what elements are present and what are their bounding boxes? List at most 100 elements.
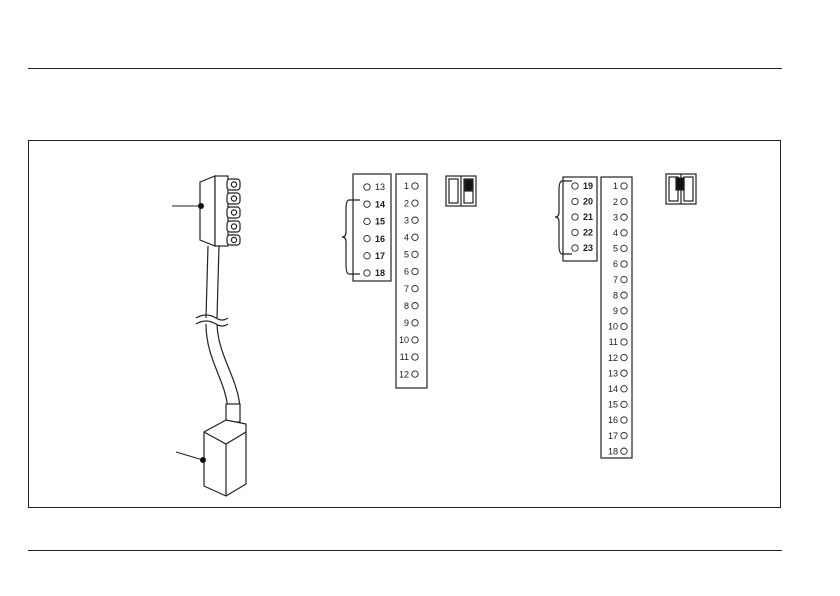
dip-switch-a xyxy=(446,176,476,206)
connector-b-bottom-pin-3-label: 3 xyxy=(613,212,618,222)
connector-b-bottom-pin-13-label: 13 xyxy=(608,368,618,378)
connector-b-top-pin-22-hole xyxy=(572,229,578,235)
leader-dot-module xyxy=(200,457,206,463)
connector-a-bottom-pin-7-hole xyxy=(412,285,418,291)
connector-b-bottom-pin-10-hole xyxy=(621,323,627,329)
connector-b-top-pin-21-label: 21 xyxy=(583,212,593,222)
connector-b-bottom-pin-11-label: 11 xyxy=(609,337,618,347)
connector-a-bottom-pin-6-label: 6 xyxy=(404,267,409,277)
connector-b-bottom-pin-18-hole xyxy=(621,448,627,454)
cable-assembly xyxy=(196,176,246,496)
cable-lower xyxy=(206,324,240,410)
connector-a-bottom-pin-5-label: 5 xyxy=(404,250,409,260)
connector-b-top-pin-19-hole xyxy=(572,183,578,189)
connector-b-bottom-pin-4-hole xyxy=(621,230,627,236)
connector-a-top-pin-14-hole xyxy=(364,201,370,207)
leader-lines xyxy=(172,206,203,460)
connector-b-bottom-pin-7-label: 7 xyxy=(613,275,618,285)
connector-a-top-pin-13-label: 13 xyxy=(375,182,385,192)
connector-a-bottom-pin-3-label: 3 xyxy=(404,215,409,225)
connector-b-bottom-pin-6-label: 6 xyxy=(613,259,618,269)
connector-a-bottom-pin-9-label: 9 xyxy=(404,318,409,328)
connector-b-bottom-pin-18-label: 18 xyxy=(608,446,618,456)
connector-a-bottom-pin-10-label: 10 xyxy=(399,335,409,345)
connector-a-bottom-pin-4-label: 4 xyxy=(404,233,409,243)
dip-switch-b xyxy=(666,174,696,204)
dip-switch-b-lever xyxy=(676,178,684,190)
connector-b-bottom-pin-15-label: 15 xyxy=(608,400,618,410)
plug-contacts xyxy=(227,179,240,245)
connector-b-bottom-pin-16-label: 16 xyxy=(608,415,618,425)
connector-a-top-pin-17-hole xyxy=(364,253,370,259)
connector-b-bottom-pin-4-label: 4 xyxy=(613,228,618,238)
connector-b-bottom-pin-1-hole xyxy=(621,183,627,189)
connector-a-bottom-pin-12-hole xyxy=(412,371,418,377)
connector-b-bottom-pin-14-hole xyxy=(621,386,627,392)
connector-a-bottom-pin-11-label: 11 xyxy=(400,352,409,362)
connector-a-bottom-pin-11-hole xyxy=(412,354,418,360)
connector-a-top-pin-15-label: 15 xyxy=(375,217,385,227)
connector-b-bottom-pin-14-label: 14 xyxy=(608,384,618,394)
connector-b-bottom-pin-17-hole xyxy=(621,432,627,438)
plug-contact-block xyxy=(215,176,228,246)
connector-a-bottom-pin-3-hole xyxy=(412,217,418,223)
connector-b-top-pin-20-label: 20 xyxy=(583,197,593,207)
connector-b-bottom-pin-2-hole xyxy=(621,198,627,204)
connector-a-bottom-pin-8-label: 8 xyxy=(404,301,409,311)
connector-a-top-pin-16-hole xyxy=(364,235,370,241)
module-box xyxy=(204,420,246,496)
connector-b-top-pin-23-hole xyxy=(572,245,578,251)
connector-a-bottom-pin-8-hole xyxy=(412,303,418,309)
connector-a-bottom-pin-1-label: 1 xyxy=(404,181,409,191)
connector-b-bottom-pin-12-label: 12 xyxy=(608,353,618,363)
connector-b-bottom-pin-16-hole xyxy=(621,417,627,423)
connector-a-bottom-pin-4-hole xyxy=(412,234,418,240)
connector-b-bottom-pin-2-label: 2 xyxy=(613,197,618,207)
connector-a-bottom-pin-12-label: 12 xyxy=(399,369,409,379)
connector-b-bottom-pin-5-label: 5 xyxy=(613,244,618,254)
connector-b-bottom-pin-11-hole xyxy=(621,339,627,345)
connector-b-bottom-pin-8-hole xyxy=(621,292,627,298)
connector-a-top-pin-17-label: 17 xyxy=(375,251,385,261)
connector-b-bottom-pin-9-hole xyxy=(621,308,627,314)
strain-relief xyxy=(226,404,240,422)
connector-a-bottom-pin-7-label: 7 xyxy=(404,284,409,294)
connector-b-bottom-pin-13-hole xyxy=(621,370,627,376)
connector-a-bottom-pin-5-hole xyxy=(412,251,418,257)
connector-b-bottom-pin-10-label: 10 xyxy=(608,322,618,332)
leader-dot-plug xyxy=(198,203,204,209)
connector-a-bottom-pin-1-hole xyxy=(412,183,418,189)
connector-b-bottom-pin-17-label: 17 xyxy=(608,431,618,441)
connector-a-top-pin-15-hole xyxy=(364,218,370,224)
connector-b-bottom-pin-7-hole xyxy=(621,276,627,282)
connector-a-top-pin-18-label: 18 xyxy=(375,268,385,278)
connector-a-bottom-pin-2-label: 2 xyxy=(404,198,409,208)
connector-b-top-pin-22-label: 22 xyxy=(583,228,593,238)
connector-a-bottom-pin-2-hole xyxy=(412,200,418,206)
connector-b-bottom-pin-6-hole xyxy=(621,261,627,267)
connector-a-top-pin-13-hole xyxy=(364,184,370,190)
connector-a-top-pin-18-hole xyxy=(364,270,370,276)
connector-b-top-pin-20-hole xyxy=(572,198,578,204)
connector-a-bottom-pin-9-hole xyxy=(412,320,418,326)
connector-b-top-pin-23-label: 23 xyxy=(583,243,593,253)
connector-a-top-pin-16-label: 16 xyxy=(375,234,385,244)
connector-b-bottom-pin-1-label: 1 xyxy=(613,181,618,191)
connector-b-bottom-pin-3-hole xyxy=(621,214,627,220)
dip-switch-a-lever xyxy=(465,180,472,191)
connector-b-bottom-pin-9-label: 9 xyxy=(613,306,618,316)
connector-b-bottom-pin-12-hole xyxy=(621,354,627,360)
connector-b-bottom-pin-8-label: 8 xyxy=(613,290,618,300)
connector-a-top-block xyxy=(353,174,391,281)
connector-b-top-pin-19-label: 19 xyxy=(583,181,593,191)
connector-b-bottom-pin-5-hole xyxy=(621,245,627,251)
cable-break-mark xyxy=(196,315,228,326)
cable-upper xyxy=(206,246,219,318)
connector-a-bottom-pin-10-hole xyxy=(412,337,418,343)
connector-b-top-pin-21-hole xyxy=(572,214,578,220)
connector-b-bottom-pin-15-hole xyxy=(621,401,627,407)
plug-head xyxy=(200,176,215,246)
connector-a-bottom-pin-6-hole xyxy=(412,268,418,274)
connector-a-top-pin-14-label: 14 xyxy=(375,199,385,209)
